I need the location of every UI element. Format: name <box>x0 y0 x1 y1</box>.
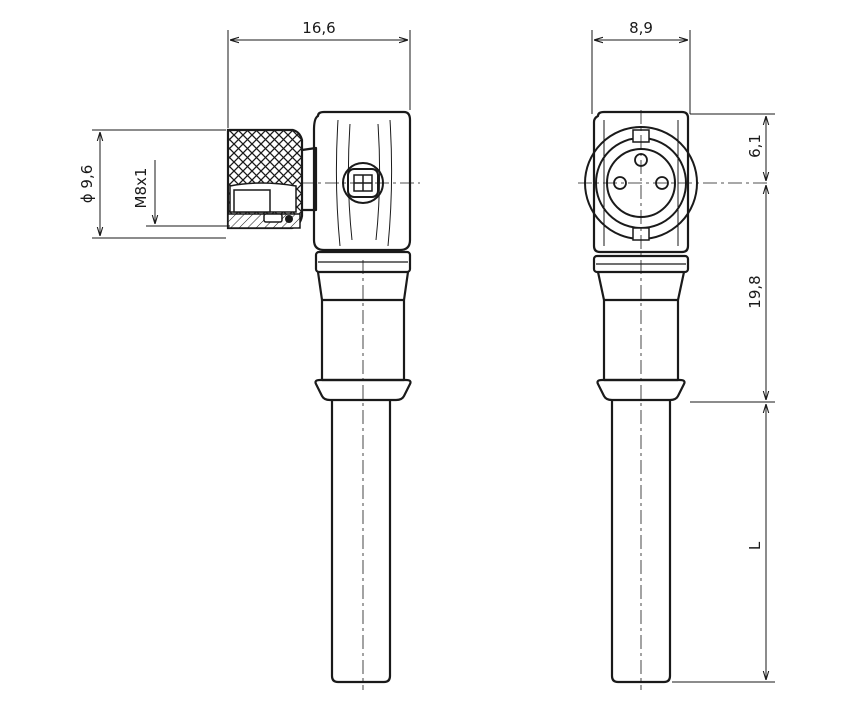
side-cable <box>330 400 392 684</box>
thread-label: M8x1 <box>132 168 150 209</box>
dimension-pin-offset: 6,1 <box>690 113 775 181</box>
dimension-thread: M8x1 <box>132 160 230 227</box>
front-cable <box>610 400 672 684</box>
front-view <box>578 110 770 690</box>
diameter-label: ϕ 9,6 <box>78 165 96 204</box>
dimension-cable-length: L <box>672 404 775 683</box>
side-body <box>312 110 412 252</box>
dimension-diameter: ϕ 9,6 <box>78 129 226 239</box>
dimension-body-length: 19,8 <box>690 185 775 403</box>
cable-length-label: L <box>746 541 764 550</box>
front-body <box>592 110 690 254</box>
dimension-front-width: 8,9 <box>591 19 691 114</box>
side-width-label: 16,6 <box>302 19 335 37</box>
pin-offset-label: 6,1 <box>746 134 764 158</box>
front-width-label: 8,9 <box>629 19 653 37</box>
side-view <box>226 110 420 690</box>
dimension-side-width: 16,6 <box>227 19 411 128</box>
body-length-label: 19,8 <box>746 275 764 308</box>
